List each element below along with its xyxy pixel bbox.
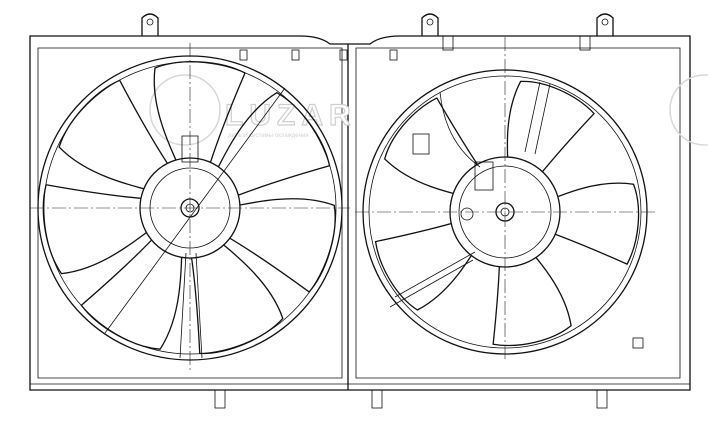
luzar-watermark: LUZAR детали системы охлаждения <box>149 74 708 146</box>
svg-text:детали системы охлаждения: детали системы охлаждения <box>228 133 309 139</box>
mounting-tabs <box>141 13 644 409</box>
shroud-frame <box>29 35 691 391</box>
left-fan <box>30 43 350 373</box>
right-fan <box>355 37 655 362</box>
svg-text:LUZAR: LUZAR <box>225 99 357 132</box>
